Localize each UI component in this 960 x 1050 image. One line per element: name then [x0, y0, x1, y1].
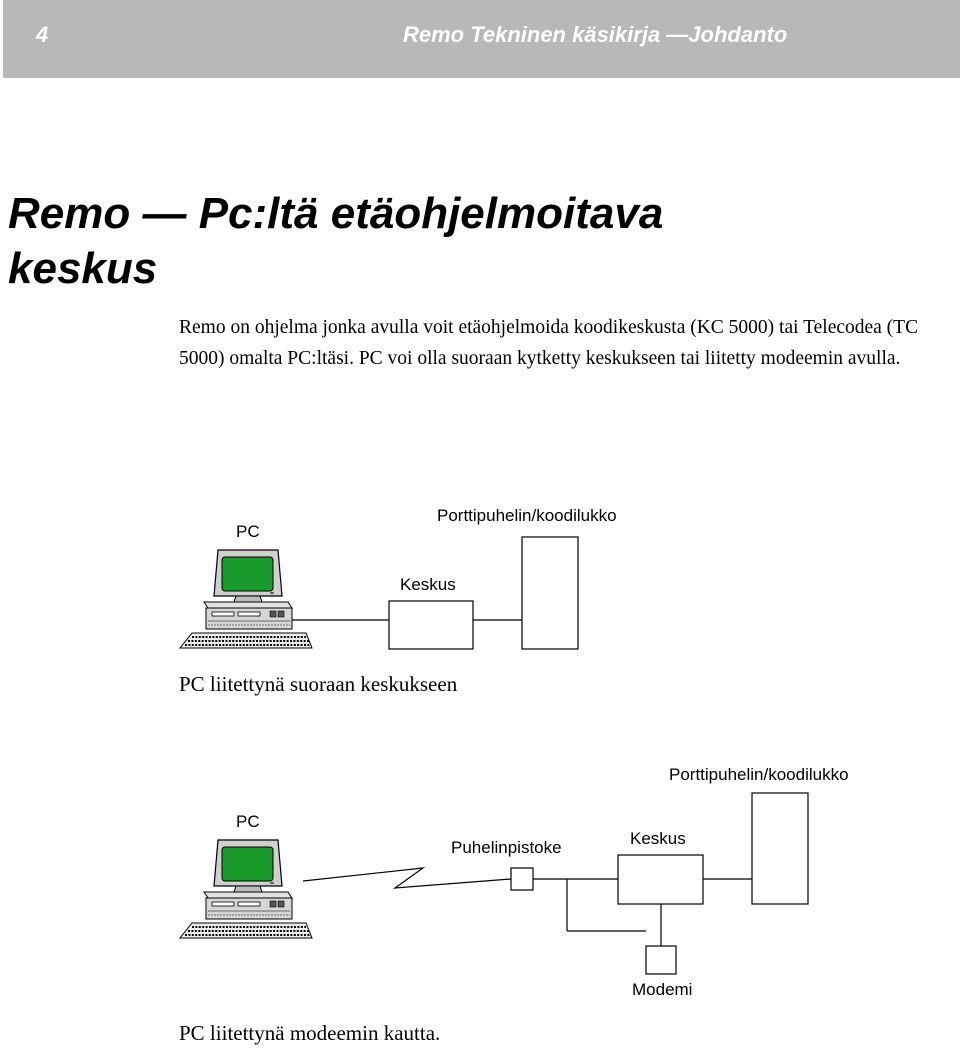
door-phone-label: Porttipuhelin/koodilukko: [437, 506, 617, 526]
phone-socket-label: Puhelinpistoke: [451, 838, 562, 858]
exchange-box: [618, 855, 703, 904]
wireless-link-icon: [303, 868, 511, 888]
exchange-box: [389, 601, 473, 649]
pc-label: PC: [236, 522, 260, 542]
phone-socket-box: [511, 868, 533, 890]
pc-label: PC: [236, 812, 260, 832]
modem-box: [646, 946, 676, 974]
door-phone-box: [522, 537, 578, 649]
diagram-2-caption: PC liitettynä modeemin kautta.: [179, 1021, 440, 1046]
modem-label: Modemi: [632, 980, 692, 1000]
door-phone-box: [752, 793, 808, 904]
exchange-label: Keskus: [400, 575, 456, 595]
exchange-label: Keskus: [630, 829, 686, 849]
diagram-1-caption: PC liitettynä suoraan keskukseen: [179, 672, 457, 697]
pc-computer-icon: [180, 840, 312, 938]
pc-computer-icon: [180, 550, 312, 648]
door-phone-label: Porttipuhelin/koodilukko: [669, 765, 849, 785]
